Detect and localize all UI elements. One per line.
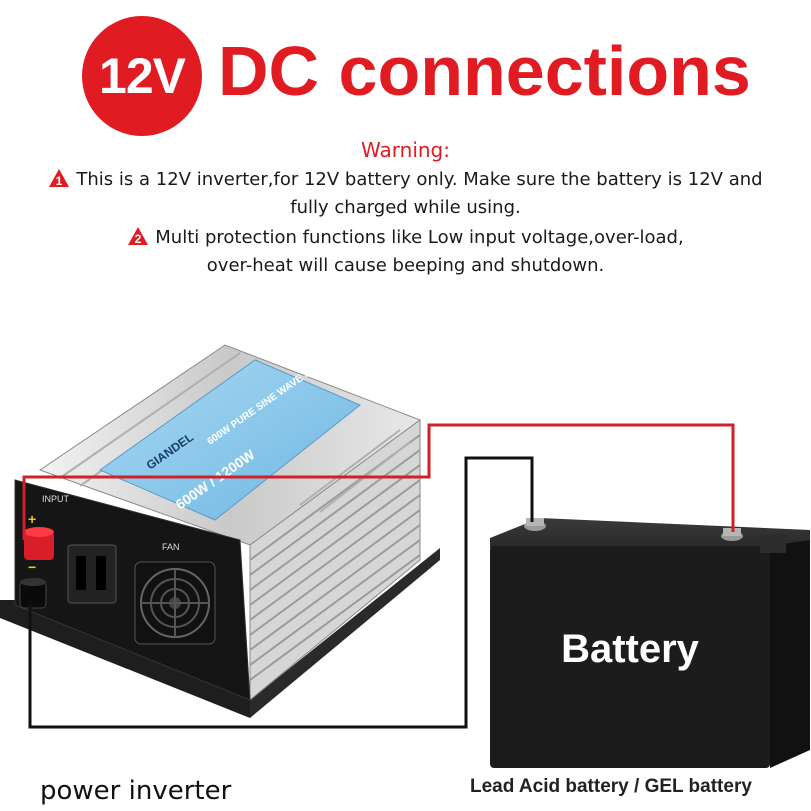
inverter-fan <box>134 561 216 645</box>
battery-handle <box>760 535 786 553</box>
inverter-minus-label: − <box>28 559 36 575</box>
inverter-base-plate <box>0 600 250 718</box>
header: 12V DC connections <box>0 0 811 136</box>
inverter-base-side <box>250 548 440 718</box>
inverter-front-panel <box>14 479 251 701</box>
positive-wire <box>22 423 735 540</box>
inverter-ac-outlet <box>67 544 117 604</box>
warning-line-3: 2 Multi protection functions like Low in… <box>0 224 811 255</box>
voltage-badge: 12V <box>82 16 202 136</box>
inverter-side <box>249 419 421 702</box>
inverter-fan-label: FAN <box>162 542 180 552</box>
negative-wire <box>28 456 534 729</box>
power-inverter: GIANDEL 600W PURE SINE WAVE INVERTER 600… <box>0 342 440 718</box>
battery-label: Battery <box>561 627 700 671</box>
warning-line-1: 1 This is a 12V inverter,for 12V battery… <box>0 166 811 197</box>
page-title: DC connections <box>218 32 751 110</box>
battery: Battery <box>490 518 810 768</box>
warning-icon-1-number: 1 <box>56 174 63 188</box>
inverter-negative-terminal <box>19 578 47 609</box>
battery-side <box>770 540 810 768</box>
warning-line-4: over-heat will cause beeping and shutdow… <box>206 255 605 276</box>
inverter-label-panel <box>98 359 361 521</box>
warning-icon-2: 2 <box>127 226 149 255</box>
warning-icon-2-number: 2 <box>135 232 142 246</box>
warning-line-3-text: Multi protection functions like Low inpu… <box>155 227 684 248</box>
caption-battery-type: Lead Acid battery / GEL battery <box>470 776 752 797</box>
warning-line-1-text: This is a 12V inverter,for 12V battery o… <box>76 169 763 190</box>
inverter-positive-terminal <box>24 527 54 560</box>
warning-line-2: fully charged while using. <box>290 197 521 218</box>
battery-body <box>490 546 770 768</box>
warning-heading: Warning: <box>361 138 450 162</box>
caption-power-inverter: power inverter <box>40 776 232 806</box>
voltage-badge-text: 12V <box>99 48 186 104</box>
inverter-plus-label: + <box>28 511 36 527</box>
inverter-side-fins <box>249 434 421 681</box>
inverter-input-label: INPUT <box>42 494 70 504</box>
warning-icon-1: 1 <box>48 168 70 197</box>
